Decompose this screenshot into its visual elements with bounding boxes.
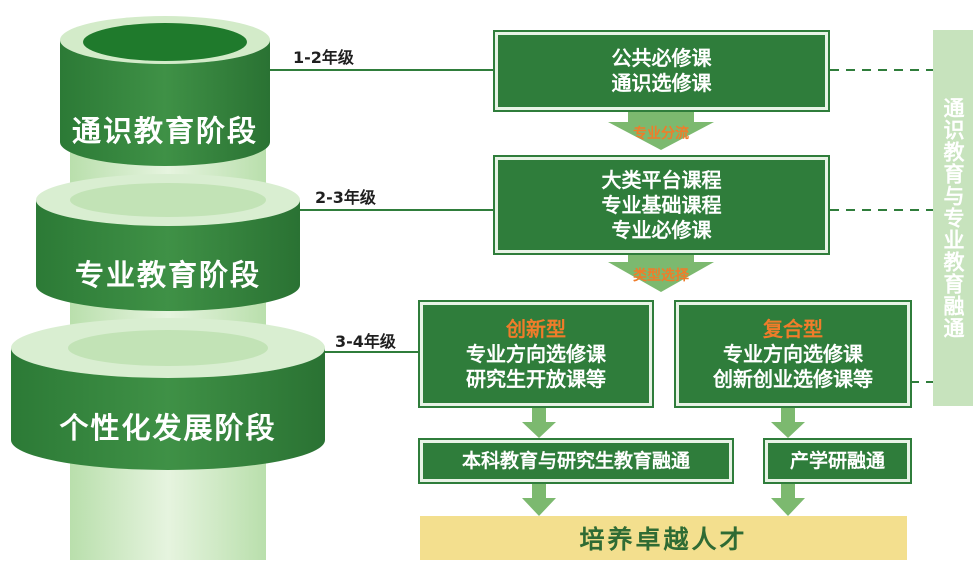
- box1-line-2: 通识选修课: [611, 71, 712, 95]
- bridge-right-label: 产学研融通: [789, 449, 885, 472]
- flow-arrow-5: [522, 482, 556, 516]
- compound-title: 复合型: [763, 316, 823, 341]
- ring-2-inner: [70, 183, 266, 217]
- innovative-line-2: 研究生开放课等: [466, 366, 606, 391]
- compound-line-1: 专业方向选修课: [723, 341, 863, 366]
- innovative-line-1: 专业方向选修课: [466, 341, 606, 366]
- box-general-courses: 公共必修课 通识选修课: [493, 30, 830, 112]
- grade-label-1-2: 1-2年级: [293, 48, 354, 67]
- compound-line-2: 创新创业选修课等: [713, 366, 873, 391]
- box2-line-1: 大类平台课程: [601, 167, 722, 192]
- side-banner-integration: 通识教育与专业教育融通: [933, 30, 973, 406]
- box-innovative-type: 创新型 专业方向选修课 研究生开放课等: [418, 300, 654, 408]
- result-banner: 培养卓越人才: [420, 516, 907, 560]
- flow-arrow-6: [771, 482, 805, 516]
- box2-line-3: 专业必修课: [611, 217, 712, 242]
- stage-label-personalized: 个性化发展阶段: [59, 411, 277, 445]
- flow-arrow-2: [608, 252, 714, 292]
- grade-label-2-3: 2-3年级: [315, 188, 376, 207]
- box-compound-type: 复合型 专业方向选修课 创新创业选修课等: [674, 300, 912, 408]
- flow-arrow-4: [771, 408, 805, 438]
- ring-1-cap: [83, 23, 247, 61]
- stage-label-general: 通识教育阶段: [71, 114, 258, 148]
- flow-arrow-1: [608, 112, 714, 150]
- innovative-title: 创新型: [506, 316, 566, 341]
- bridge-left-label: 本科教育与研究生教育融通: [461, 449, 690, 472]
- grade-label-3-4: 3-4年级: [335, 332, 396, 351]
- box-professional-courses: 大类平台课程 专业基础课程 专业必修课: [493, 155, 830, 255]
- box2-line-2: 专业基础课程: [601, 192, 722, 217]
- box-industry-bridge: 产学研融通: [763, 438, 912, 484]
- box-undergrad-grad-bridge: 本科教育与研究生教育融通: [418, 438, 734, 484]
- arrow-label-major-split: 专业分流: [633, 126, 689, 142]
- ring-3-inner: [68, 330, 268, 366]
- ring-1-side: [60, 40, 270, 166]
- arrow-label-type-choice: 类型选择: [633, 268, 689, 284]
- ring-3-side: [11, 348, 325, 470]
- stage-label-professional: 专业教育阶段: [74, 258, 261, 292]
- flow-arrow-3: [522, 408, 556, 438]
- box1-line-1: 公共必修课: [611, 46, 712, 70]
- ring-2-side: [36, 200, 300, 311]
